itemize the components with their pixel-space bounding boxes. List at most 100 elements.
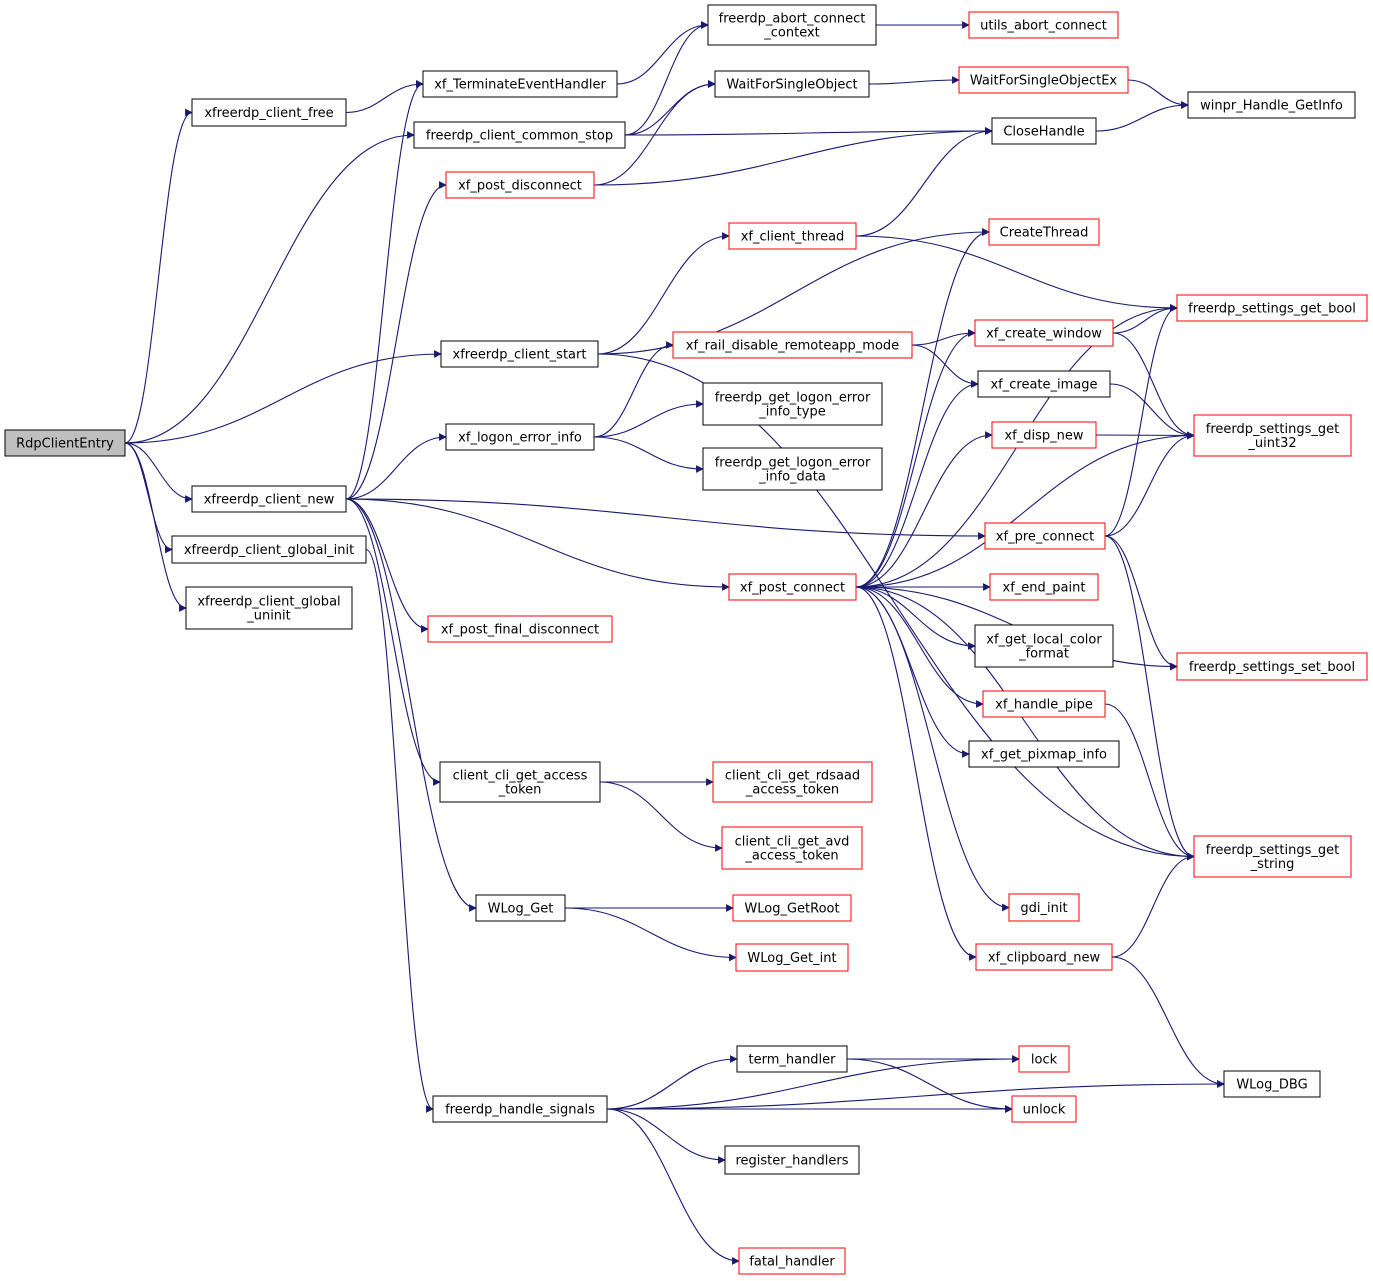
node-xfreerdp-client-global-init[interactable]: xfreerdp_client_global_init bbox=[171, 535, 367, 564]
node-box bbox=[977, 370, 1111, 398]
edge-xf-pre-connect-to-freerdp-settings-get-bool bbox=[1104, 304, 1178, 537]
node-register-handlers[interactable]: register_handlers bbox=[724, 1145, 860, 1175]
edge-waitforsingleobject-to-waitforsingleobjectex bbox=[868, 76, 960, 85]
node-term-handler[interactable]: term_handler bbox=[736, 1045, 848, 1073]
node-box bbox=[185, 586, 353, 630]
node-xf-post-final-disconnect[interactable]: xf_post_final_disconnect bbox=[427, 615, 613, 643]
node-xf-pre-connect[interactable]: xf_pre_connect bbox=[984, 522, 1106, 550]
node-label: xf_logon_error_info bbox=[458, 431, 582, 446]
node-freerdp-get-logon-error-info-data[interactable]: freerdp_get_logon_error_info_data bbox=[702, 447, 883, 491]
edge-xf-client-thread-to-closehandle bbox=[855, 127, 993, 237]
node-wlog-getroot[interactable]: WLog_GetRoot bbox=[732, 894, 852, 922]
node-freerdp-client-common-stop[interactable]: freerdp_client_common_stop bbox=[413, 121, 626, 149]
node-wlog-get-int[interactable]: WLog_Get_int bbox=[735, 943, 849, 972]
node-xfreerdp-client-new[interactable]: xfreerdp_client_new bbox=[191, 485, 347, 513]
node-xf-handle-pipe[interactable]: xf_handle_pipe bbox=[982, 690, 1106, 718]
node-xf-clipboard-new[interactable]: xf_clipboard_new bbox=[975, 943, 1113, 971]
node-xf-get-local-color-format[interactable]: xf_get_local_color_format bbox=[974, 624, 1114, 668]
node-box bbox=[445, 171, 595, 199]
node-wlog-dbg[interactable]: WLog_DBG bbox=[1223, 1070, 1321, 1098]
node-xfreerdp-client-global-uninit[interactable]: xfreerdp_client_global_uninit bbox=[185, 586, 353, 630]
nodes-layer: RdpClientEntry xfreerdp_client_freexfreer… bbox=[4, 4, 1368, 1275]
node-label: xf_pre_connect bbox=[996, 530, 1094, 545]
node-box bbox=[4, 429, 126, 457]
node-box bbox=[968, 11, 1119, 39]
node-unlock[interactable]: unlock bbox=[1011, 1095, 1077, 1123]
node-label: WaitForSingleObject bbox=[726, 78, 857, 93]
node-label: freerdp_settings_get_bool bbox=[1188, 302, 1356, 317]
edge-xf-post-connect-to-createthread bbox=[855, 228, 990, 588]
edge-xf-clipboard-new-to-freerdp-settings-get-string bbox=[1111, 852, 1195, 958]
node-xf-disp-new[interactable]: xf_disp_new bbox=[991, 421, 1097, 449]
node-label: xf_get_pixmap_info bbox=[981, 748, 1107, 763]
node-box bbox=[736, 1045, 848, 1073]
node-label: xfreerdp_client_new bbox=[204, 493, 335, 508]
node-label: WaitForSingleObjectEx bbox=[970, 74, 1118, 89]
node-label: WLog_DBG bbox=[1236, 1078, 1307, 1093]
node-freerdp-settings-set-bool[interactable]: freerdp_settings_set_bool bbox=[1176, 652, 1368, 681]
edge-xf-rail-disable-remoteapp-mode-to-xf-create-window bbox=[911, 329, 976, 346]
node-box bbox=[724, 1145, 860, 1175]
node-freerdp-settings-get-uint32[interactable]: freerdp_settings_get_uint32 bbox=[1193, 414, 1352, 457]
node-waitforsingleobject[interactable]: WaitForSingleObject bbox=[714, 70, 870, 98]
node-xf-end-paint[interactable]: xf_end_paint bbox=[989, 573, 1099, 601]
node-createthread[interactable]: CreateThread bbox=[988, 218, 1100, 246]
node-box bbox=[702, 447, 883, 491]
node-label: xfreerdp_client_global bbox=[197, 595, 340, 610]
node-waitforsingleobjectex[interactable]: WaitForSingleObjectEx bbox=[958, 66, 1129, 94]
node-client-cli-get-access-token[interactable]: client_cli_get_access_token bbox=[439, 761, 601, 803]
node-label: RdpClientEntry bbox=[16, 437, 114, 452]
node-rdpcliententry[interactable]: RdpClientEntry bbox=[4, 429, 126, 457]
node-freerdp-settings-get-string[interactable]: freerdp_settings_get_string bbox=[1193, 835, 1352, 878]
node-label: client_cli_get_access bbox=[453, 769, 588, 784]
node-xf-post-connect[interactable]: xf_post_connect bbox=[728, 573, 857, 601]
edge-xfreerdp-client-new-to-xf-post-disconnect bbox=[345, 181, 447, 500]
node-label: freerdp_get_logon_error bbox=[715, 391, 871, 406]
node-gdi-init[interactable]: gdi_init bbox=[1008, 893, 1080, 922]
edge-xf-client-thread-to-freerdp-settings-get-bool bbox=[855, 235, 1178, 312]
node-box bbox=[1011, 1095, 1077, 1123]
node-xfreerdp-client-free[interactable]: xfreerdp_client_free bbox=[191, 98, 347, 127]
node-xf-create-image[interactable]: xf_create_image bbox=[977, 370, 1111, 398]
node-freerdp-handle-signals[interactable]: freerdp_handle_signals bbox=[432, 1095, 608, 1123]
node-utils-abort-connect[interactable]: utils_abort_connect bbox=[968, 11, 1119, 39]
node-box bbox=[974, 624, 1114, 668]
node-xf-logon-error-info[interactable]: xf_logon_error_info bbox=[445, 423, 595, 451]
edge-xf-post-connect-to-xf-disp-new bbox=[855, 431, 993, 588]
node-client-cli-get-rdsaad-access-token[interactable]: client_cli_get_rdsaad_access_token bbox=[712, 761, 873, 803]
node-wlog-get[interactable]: WLog_Get bbox=[475, 894, 566, 922]
edge-xf-post-connect-to-freerdp-settings-get-uint32 bbox=[855, 431, 1195, 588]
node-freerdp-abort-connect-context[interactable]: freerdp_abort_connect_context bbox=[707, 4, 877, 46]
node-xfreerdp-client-start[interactable]: xfreerdp_client_start bbox=[440, 340, 599, 368]
edge-xf-post-connect-to-gdi-init bbox=[855, 586, 1010, 912]
node-winpr-handle-getinfo[interactable]: winpr_Handle_GetInfo bbox=[1187, 91, 1356, 119]
node-box bbox=[422, 70, 618, 98]
node-xf-client-thread[interactable]: xf_client_thread bbox=[728, 222, 857, 250]
edge-xf-post-connect-to-xf-handle-pipe bbox=[855, 586, 984, 708]
node-freerdp-get-logon-error-info-type[interactable]: freerdp_get_logon_error_info_type bbox=[702, 382, 883, 426]
node-xf-get-pixmap-info[interactable]: xf_get_pixmap_info bbox=[968, 740, 1120, 768]
edge-rdpcliententry-to-xfreerdp-client-global-init bbox=[124, 442, 173, 554]
node-box bbox=[728, 222, 857, 250]
node-freerdp-settings-get-bool[interactable]: freerdp_settings_get_bool bbox=[1176, 294, 1368, 322]
node-label: _info_type bbox=[758, 405, 825, 420]
node-box bbox=[427, 615, 613, 643]
edge-xf-post-connect-to-xf-get-pixmap-info bbox=[855, 586, 970, 758]
node-closehandle[interactable]: CloseHandle bbox=[991, 117, 1097, 145]
node-xf-post-disconnect[interactable]: xf_post_disconnect bbox=[445, 171, 595, 199]
node-label: gdi_init bbox=[1020, 901, 1067, 916]
node-xf-rail-disable-remoteapp-mode[interactable]: xf_rail_disable_remoteapp_mode bbox=[672, 331, 913, 359]
node-xf-create-window[interactable]: xf_create_window bbox=[974, 319, 1114, 347]
node-label: xf_create_image bbox=[990, 378, 1097, 393]
node-label: _uint32 bbox=[1247, 436, 1296, 451]
node-box bbox=[191, 98, 347, 127]
node-client-cli-get-avd-access-token[interactable]: client_cli_get_avd_access_token bbox=[721, 826, 863, 870]
edge-freerdp-handle-signals-to-fatal-handler bbox=[606, 1108, 740, 1265]
node-box bbox=[735, 943, 849, 972]
node-fatal-handler[interactable]: fatal_handler bbox=[738, 1247, 846, 1275]
node-lock[interactable]: lock bbox=[1018, 1045, 1070, 1073]
node-xf-terminateeventhandler[interactable]: xf_TerminateEventHandler bbox=[422, 70, 618, 98]
edge-xf-pre-connect-to-freerdp-settings-get-string bbox=[1104, 535, 1195, 861]
node-box bbox=[1018, 1045, 1070, 1073]
